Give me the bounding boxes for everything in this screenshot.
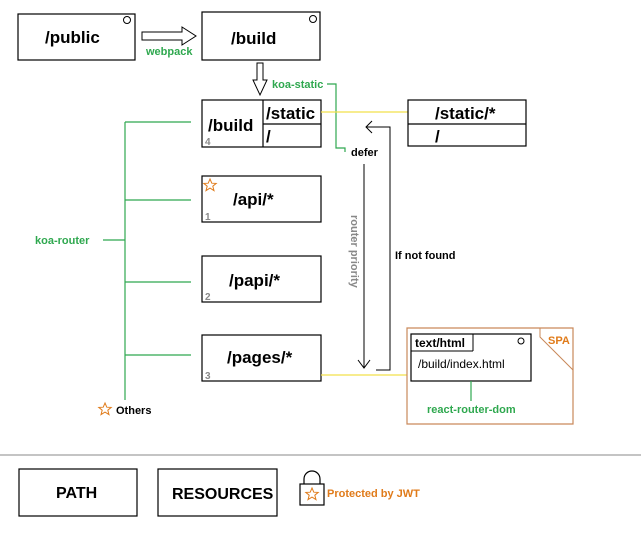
router-priority-label: router priority bbox=[348, 215, 360, 289]
router-priority-arrowhead bbox=[357, 359, 371, 369]
koa-router-tree bbox=[103, 121, 191, 400]
papi-node: /papi/* 2 bbox=[201, 255, 322, 303]
static-dest-label: /static/* bbox=[435, 104, 496, 123]
static-dest-root-label: / bbox=[435, 127, 440, 146]
build-mid-node: /build /static / 4 bbox=[201, 99, 322, 148]
webpack-arrow bbox=[141, 26, 197, 46]
build-top-node: /build bbox=[201, 11, 321, 61]
defer-label: defer bbox=[351, 147, 379, 159]
public-node: /public bbox=[17, 13, 136, 61]
priority-build: 4 bbox=[205, 137, 211, 148]
build-top-label: /build bbox=[231, 29, 276, 48]
koa-static-label: koa-static bbox=[272, 79, 323, 91]
star-icon bbox=[202, 177, 218, 192]
legend-path: PATH bbox=[18, 468, 138, 517]
webpack-label: webpack bbox=[145, 46, 193, 58]
star-icon bbox=[304, 486, 320, 501]
if-not-found-arrowhead bbox=[365, 120, 373, 134]
papi-label: /papi/* bbox=[229, 271, 280, 290]
static-dest-node: /static/* / bbox=[407, 99, 527, 147]
circle-icon bbox=[517, 337, 525, 345]
circle-icon bbox=[123, 16, 131, 24]
if-not-found-label: If not found bbox=[395, 250, 455, 262]
if-not-found-line bbox=[366, 126, 391, 371]
protected-label: Protected by JWT bbox=[327, 488, 420, 500]
priority-papi: 2 bbox=[205, 292, 211, 303]
build-mid-label: /build bbox=[208, 116, 253, 135]
react-router-dom-label: react-router-dom bbox=[427, 404, 516, 416]
pages-label: /pages/* bbox=[227, 348, 293, 367]
spa-label: SPA bbox=[548, 335, 570, 347]
static-sub-label: /static bbox=[266, 104, 315, 123]
spa-container: SPA text/html /build/index.html react-ro… bbox=[406, 327, 574, 425]
pages-node: /pages/* 3 bbox=[201, 334, 322, 382]
lock-icon bbox=[299, 470, 325, 506]
legend-path-label: PATH bbox=[56, 485, 97, 502]
legend-resources: RESOURCES bbox=[157, 468, 278, 517]
root-sub-label: / bbox=[266, 127, 271, 146]
others-label: Others bbox=[116, 405, 151, 417]
api-label: /api/* bbox=[233, 190, 274, 209]
legend-resources-label: RESOURCES bbox=[172, 486, 274, 503]
priority-pages: 3 bbox=[205, 371, 211, 382]
build-down-arrow bbox=[252, 62, 268, 97]
spa-content-type-label: text/html bbox=[415, 336, 465, 350]
koa-router-label: koa-router bbox=[35, 235, 90, 247]
public-label: /public bbox=[45, 28, 100, 47]
priority-api: 1 bbox=[205, 212, 211, 223]
circle-icon bbox=[309, 15, 317, 23]
koa-static-connector bbox=[327, 83, 346, 152]
spa-file-label: /build/index.html bbox=[418, 357, 505, 371]
star-icon bbox=[97, 401, 113, 416]
api-node: /api/* 1 bbox=[201, 175, 322, 223]
